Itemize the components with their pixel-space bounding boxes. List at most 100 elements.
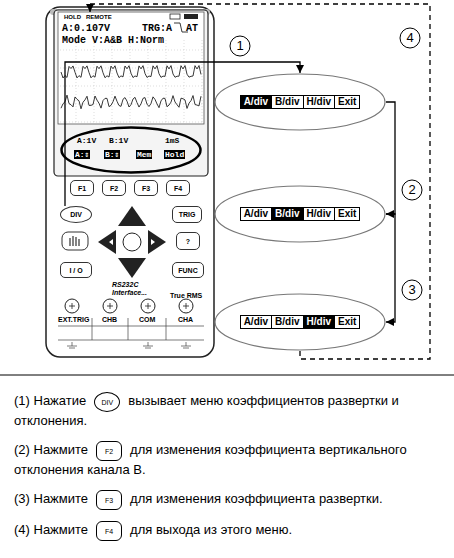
function-key: F3 — [134, 180, 158, 196]
screen-text: Hold — [164, 150, 185, 159]
menu-arrow — [386, 102, 395, 214]
menu-bar: A/divB/divH/divExit — [240, 207, 361, 221]
callout-number: 4 — [400, 28, 420, 48]
instruction-line: (2) НажмитеF2для изменения коэффициента … — [14, 441, 440, 478]
waveform — [61, 95, 201, 109]
step-number: (2) Нажмите — [14, 442, 88, 457]
pad-arrows — [109, 239, 155, 245]
screen-text: Mem — [136, 150, 152, 159]
pad-center — [123, 233, 141, 251]
step-number: (3) Нажмите — [14, 491, 88, 506]
callout-circle — [402, 280, 422, 300]
key-icon: F4 — [96, 521, 122, 541]
menu-item: H/div — [304, 316, 335, 328]
terminal-label: COM — [139, 316, 155, 324]
menu-arrow — [386, 214, 395, 322]
key-label: F3 — [142, 185, 150, 192]
key-label: F2 — [110, 185, 118, 192]
key-icon: DIV — [94, 392, 120, 412]
step-number: (4) Нажмите — [14, 522, 88, 537]
menu-ellipse: A/divB/divH/divExit — [214, 185, 386, 243]
up-key — [118, 206, 146, 226]
menu-item: Exit — [335, 316, 359, 328]
screen-bezel — [54, 10, 208, 176]
screen-text: 1mS — [164, 136, 180, 145]
hold-key — [62, 232, 88, 250]
key-label: F4 — [105, 528, 113, 535]
lcd-screen — [58, 12, 204, 124]
menu-bar: A/divB/divH/divExit — [240, 315, 361, 329]
device-housing — [46, 7, 214, 357]
key-label: ? — [186, 238, 190, 245]
screen-text: AT — [186, 23, 198, 34]
screen-text: A:1V — [76, 136, 97, 145]
screen-text: B:1V — [108, 136, 129, 145]
key-label: FUNC — [178, 267, 197, 274]
waveform — [61, 66, 201, 78]
key-label: I / O — [69, 267, 82, 274]
power-key: I / O — [60, 262, 92, 278]
key-label: F2 — [105, 448, 113, 455]
key-label: F4 — [174, 185, 182, 192]
instruction-text: для выхода из этого меню. — [130, 522, 292, 537]
separator-line — [0, 375, 454, 376]
key-label: F1 — [78, 185, 86, 192]
screen-text: B:⇕ — [104, 150, 120, 159]
interface-label: Interface... — [112, 289, 147, 297]
screen-text: REMOTE — [86, 14, 112, 21]
terminal-label: EXT.TRIG — [58, 316, 90, 324]
instruction-line: (4) Нажмите F4 для выхода из этого меню. — [14, 521, 440, 541]
screen-text: TRG:A — [142, 23, 172, 34]
menu-bar: A/divB/divH/divExit — [240, 95, 361, 109]
instruction-text: для изменения коэффициента развертки. — [130, 491, 383, 506]
key-label: F3 — [105, 497, 113, 504]
menu-item: Exit — [335, 96, 359, 108]
func-key: FUNC — [172, 262, 204, 278]
menu-item: A/div — [241, 316, 272, 328]
battery-icon — [170, 14, 180, 19]
menu-item: A/div — [241, 208, 272, 220]
terminal-label: CHA — [178, 316, 193, 324]
lcd-screen-text: HOLDREMOTEA:0.107VTRG:AATMode V:A&B H:No… — [58, 12, 204, 124]
instruction-line: (3) Нажмите F3 для изменения коэффициента … — [14, 490, 440, 510]
help-key: ? — [176, 232, 200, 250]
function-key: F2 — [102, 180, 126, 196]
true-rms-label: True RMS — [170, 292, 202, 300]
screen-grid — [60, 40, 202, 122]
step-number: (1) Нажатие — [14, 393, 86, 408]
status-icon — [184, 14, 198, 19]
callout-number: 1 — [230, 36, 250, 56]
callout-circle — [400, 28, 420, 48]
menu-ellipse: A/divB/divH/divExit — [214, 73, 386, 131]
trig-key: TRIG — [172, 206, 202, 223]
interface-label: RS232C — [112, 281, 138, 289]
key-icon: F2 — [96, 441, 122, 461]
menu-item: H/div — [304, 208, 335, 220]
return-arrow — [90, 4, 430, 359]
instruction-line: (1) НажатиеDIVвызывает меню коэффициенто… — [14, 392, 440, 429]
hand-symbol — [70, 236, 79, 246]
menu-item: B/div — [272, 96, 303, 108]
right-key — [148, 230, 166, 254]
key-icon: F3 — [96, 490, 122, 510]
menu-item: B/div — [272, 208, 303, 220]
terminal-marks — [69, 303, 189, 309]
key-label: TRIG — [179, 211, 196, 218]
callout-circle — [402, 180, 422, 200]
input-terminals — [65, 299, 193, 313]
div-key: DIV — [60, 206, 92, 223]
function-key: F1 — [70, 180, 94, 196]
softkey-bar: A:1V B:1V 1mS A:⇕ B:⇕ Mem Hold — [60, 126, 202, 174]
key-label: DIV — [70, 211, 82, 218]
menu-ellipse: A/divB/divH/divExit — [214, 293, 386, 351]
menu-item: B/div — [272, 316, 303, 328]
screen-text: Mode V:A&B H:Norm — [62, 35, 164, 46]
down-key — [118, 258, 146, 278]
menu-item: Exit — [335, 208, 359, 220]
screen-text: HOLD — [64, 14, 81, 21]
slope-symbol — [174, 23, 188, 32]
callout-number: 3 — [402, 280, 422, 300]
callout-number: 2 — [402, 180, 422, 200]
screen-text: A:⇕ — [74, 150, 90, 159]
callout-circle — [230, 36, 250, 56]
